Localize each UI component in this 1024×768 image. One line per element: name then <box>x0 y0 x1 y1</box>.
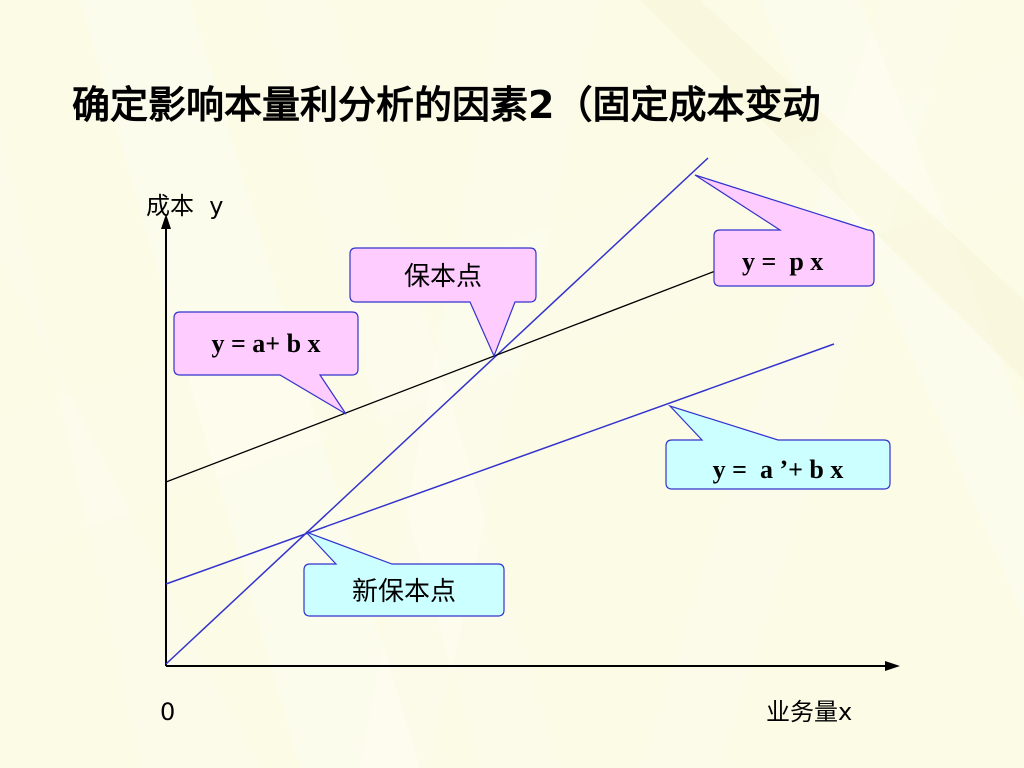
callout-new-breakeven: 新保本点 <box>303 531 505 617</box>
callout-original-cost-line: y = a+ b x <box>173 311 359 415</box>
callout-revenue-line: y = p x <box>694 174 875 287</box>
callout-breakeven: 保本点 <box>349 247 537 358</box>
y-axis-arrowhead <box>161 214 171 229</box>
origin-label: 0 <box>160 698 175 726</box>
callout-original-cost-line-text: y = a+ b x <box>211 329 320 358</box>
callout-new-cost-line: y = a ’+ b x <box>665 404 891 490</box>
callout-revenue-line-text: y = p x <box>742 247 823 276</box>
slide-title: 确定影响本量利分析的因素2（固定成本变动 <box>72 83 820 127</box>
callout-new-cost-line-text: y = a ’+ b x <box>713 455 844 484</box>
callout-new-breakeven-text: 新保本点 <box>352 577 456 607</box>
x-axis-arrowhead <box>885 661 900 671</box>
original-cost-line <box>165 269 719 483</box>
x-axis-label: 业务量x <box>766 698 852 726</box>
callout-breakeven-text: 保本点 <box>404 262 482 292</box>
revenue-line <box>165 157 709 665</box>
y-axis-label: 成本 y <box>146 192 223 220</box>
new-cost-line <box>165 343 835 585</box>
